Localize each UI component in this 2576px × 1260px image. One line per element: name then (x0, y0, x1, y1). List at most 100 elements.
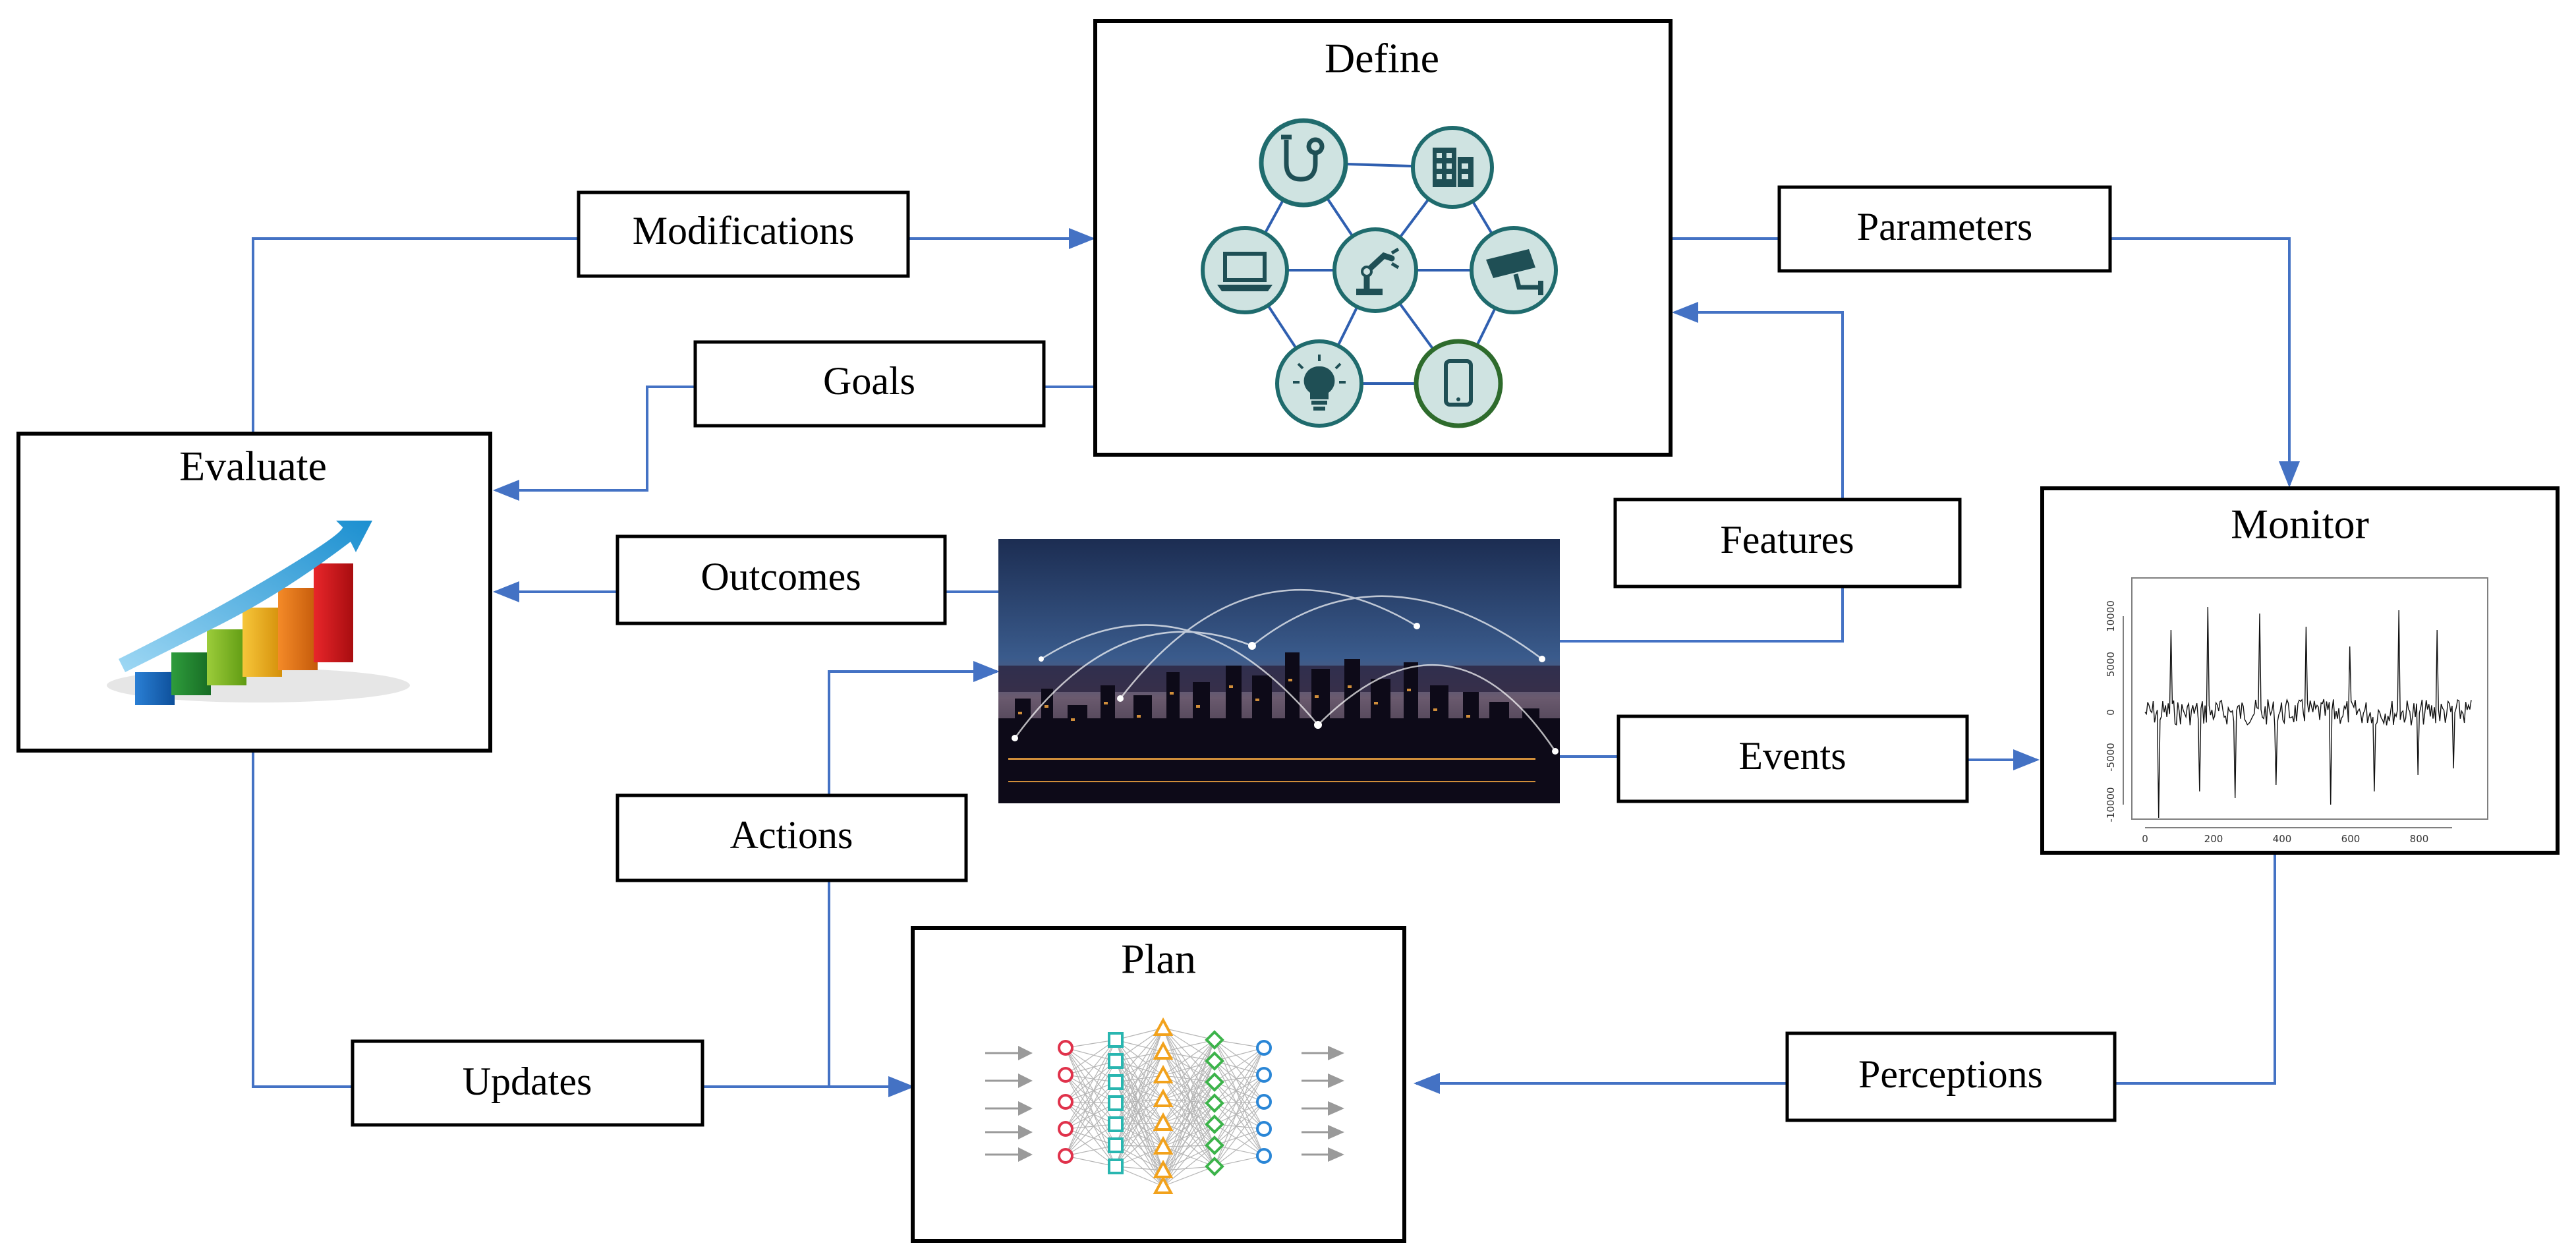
nn-connection (1115, 1099, 1164, 1167)
nn-connection (1162, 1075, 1215, 1125)
nn-connection (1162, 1027, 1215, 1041)
nn-input-arrow (1018, 1046, 1033, 1060)
security-camera-icon (1470, 226, 1558, 314)
nn-connection (1214, 1074, 1265, 1167)
y-axis: -10000 -5000 0 5000 10000 (2105, 600, 2124, 822)
nn-output-arrow (1328, 1074, 1344, 1088)
smartphone-icon (1414, 339, 1503, 428)
building-icon (1411, 126, 1494, 209)
edge-perceptions-line (2115, 854, 2276, 1085)
label-outcomes: Outcomes (701, 555, 861, 598)
label-perceptions: Perceptions (1858, 1052, 2043, 1096)
edge-updates-line (252, 752, 353, 1088)
label-box-modifications: Modifications (577, 190, 910, 278)
nn-connection (1214, 1128, 1265, 1167)
label-features: Features (1720, 518, 1854, 561)
laptop-icon (1201, 226, 1289, 314)
label-updates: Updates (463, 1060, 592, 1103)
nn-connection (1065, 1039, 1116, 1130)
nn-connection (1162, 1027, 1215, 1125)
y-tick: -5000 (2105, 743, 2117, 772)
nn-connection (1162, 1060, 1215, 1147)
nn-connection (1214, 1047, 1265, 1125)
nn-connection (1065, 1102, 1116, 1157)
nn-connection (1065, 1155, 1116, 1167)
nn-connection (1214, 1074, 1265, 1146)
nn-connection (1065, 1128, 1116, 1167)
edge-parameters-arrow (2110, 237, 2300, 488)
nn-connection (1115, 1051, 1164, 1104)
nn-connection (1162, 1102, 1215, 1147)
label-box-outcomes: Outcomes (615, 534, 947, 625)
nn-connection (1162, 1039, 1215, 1100)
nn-connection (1115, 1081, 1164, 1147)
node-monitor: Monitor -10000 -5000 0 5000 10000 0 200 … (2040, 486, 2560, 855)
nn-output-arrow (1328, 1046, 1344, 1060)
x-tick: 800 (2410, 833, 2429, 845)
nn-connection (1115, 1027, 1164, 1083)
nn-connection (1065, 1074, 1116, 1083)
nn-connection (1162, 1099, 1215, 1125)
nn-connection (1065, 1060, 1116, 1157)
nn-input-arrow (1018, 1125, 1033, 1139)
nn-connection (1065, 1124, 1116, 1130)
edge-modifications-line (252, 237, 579, 432)
nn-node (1108, 1159, 1124, 1174)
nn-connection (1115, 1075, 1164, 1146)
nn-connection (1162, 1102, 1215, 1171)
nn-connection (1214, 1081, 1265, 1102)
nn-output-arrow (1328, 1147, 1344, 1162)
nn-node (1153, 1017, 1174, 1036)
nn-node (1108, 1053, 1124, 1069)
nn-connection (1065, 1081, 1116, 1102)
nn-node (1108, 1116, 1124, 1132)
nn-node (1205, 1072, 1224, 1092)
label-modifications: Modifications (633, 209, 855, 252)
nn-connection (1162, 1051, 1215, 1104)
stethoscope-icon (1259, 118, 1348, 208)
nn-connection (1214, 1128, 1265, 1146)
nn-connection (1115, 1027, 1164, 1104)
nn-node (1058, 1040, 1073, 1056)
nn-connection (1162, 1051, 1215, 1167)
nn-node (1153, 1112, 1174, 1131)
nn-node (1256, 1121, 1272, 1137)
nn-connection (1214, 1155, 1265, 1167)
nn-connection (1065, 1047, 1116, 1167)
label-goals: Goals (823, 359, 915, 403)
nn-connection (1162, 1081, 1215, 1124)
y-tick: -10000 (2105, 787, 2117, 822)
nn-connection (1065, 1060, 1116, 1130)
connectors (252, 228, 2300, 1097)
nn-connection (1115, 1075, 1164, 1125)
label-box-perceptions: Perceptions (1785, 1031, 2117, 1122)
x-tick: 600 (2341, 833, 2361, 845)
y-tick: 0 (2105, 709, 2117, 716)
nn-node (1058, 1067, 1073, 1083)
label-box-goals: Goals (693, 340, 1046, 428)
edge-goals-arrow (493, 386, 695, 501)
nn-connection (1065, 1101, 1116, 1125)
nn-node (1153, 1175, 1174, 1194)
nn-connection (1065, 1039, 1116, 1048)
nn-connection (1162, 1081, 1215, 1147)
nn-connection (1162, 1051, 1215, 1125)
nn-output-arrow (1328, 1101, 1344, 1116)
nn-node (1205, 1114, 1224, 1134)
label-events: Events (1738, 734, 1846, 778)
nn-connection (1214, 1074, 1265, 1125)
x-tick: 400 (2273, 833, 2292, 845)
nn-connection (1065, 1039, 1116, 1157)
nn-connection (1162, 1060, 1215, 1100)
robot-arm-icon (1332, 227, 1418, 313)
nn-connection (1162, 1102, 1215, 1187)
nn-connection (1065, 1128, 1116, 1146)
nn-input-arrow (1018, 1101, 1033, 1116)
nn-node (1108, 1137, 1124, 1153)
nn-node (1256, 1067, 1272, 1083)
nn-connection (1065, 1081, 1116, 1157)
y-tick: 5000 (2105, 652, 2117, 677)
nn-connection (1214, 1060, 1265, 1075)
nn-connection (1214, 1047, 1265, 1104)
